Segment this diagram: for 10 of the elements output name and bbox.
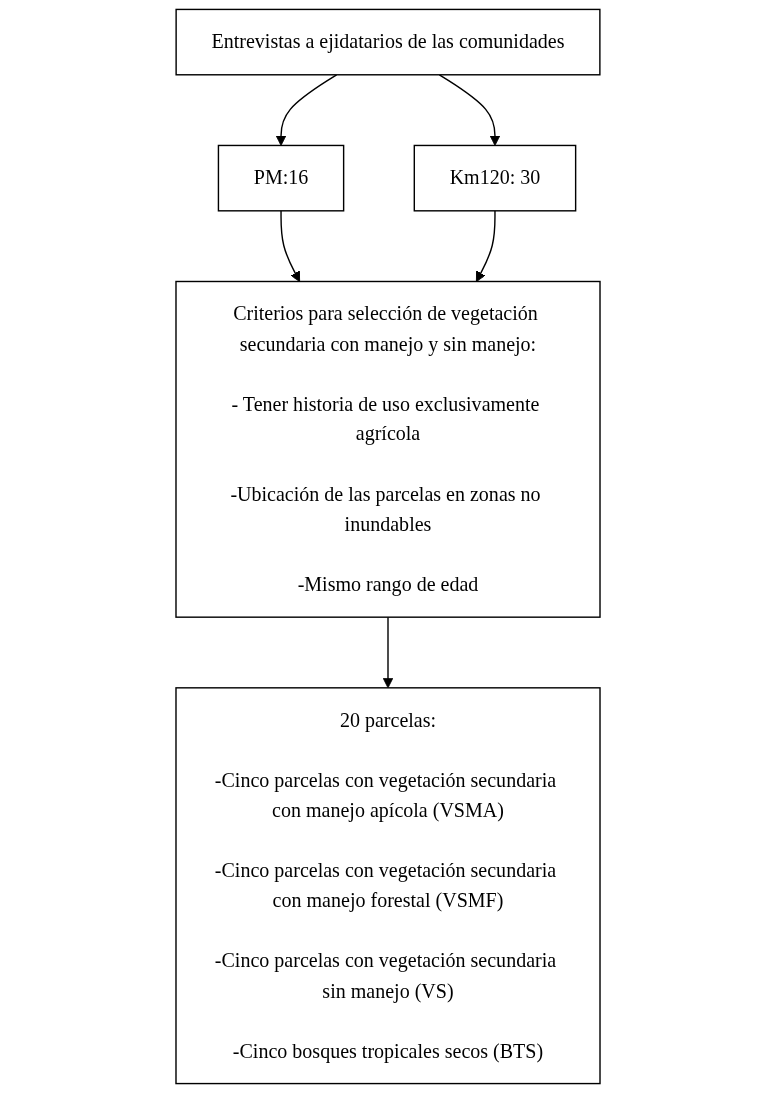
arrow — [280, 210, 301, 282]
node-box: Criterios para selección de vegetación secundaria con manejo y sin manejo: - Tener historia de uso exclusivamente agrícola -Ubicación de las parcelas en zonas no inundables -Mismo rango de edad — [175, 280, 601, 618]
node-box: Entrevistas a ejidatarios de las comunidades — [175, 8, 601, 76]
node-box: Km120: 30 — [413, 144, 577, 212]
arrow — [275, 74, 338, 146]
node-box: 20 parcelas: -Cinco parcelas con vegetación secundaria con manejo apícola (VSMA) -Cinco parcelas con vegetación secundaria con manejo forestal (VSMF) -Cinco parcelas con vegetación secundaria sin manejo (VS) -Cinco bosques tropicales secos (BTS) — [175, 687, 601, 1085]
arrow — [438, 74, 501, 146]
arrow — [382, 616, 394, 689]
arrow — [475, 210, 496, 282]
node-box: PM:16 — [217, 144, 345, 212]
